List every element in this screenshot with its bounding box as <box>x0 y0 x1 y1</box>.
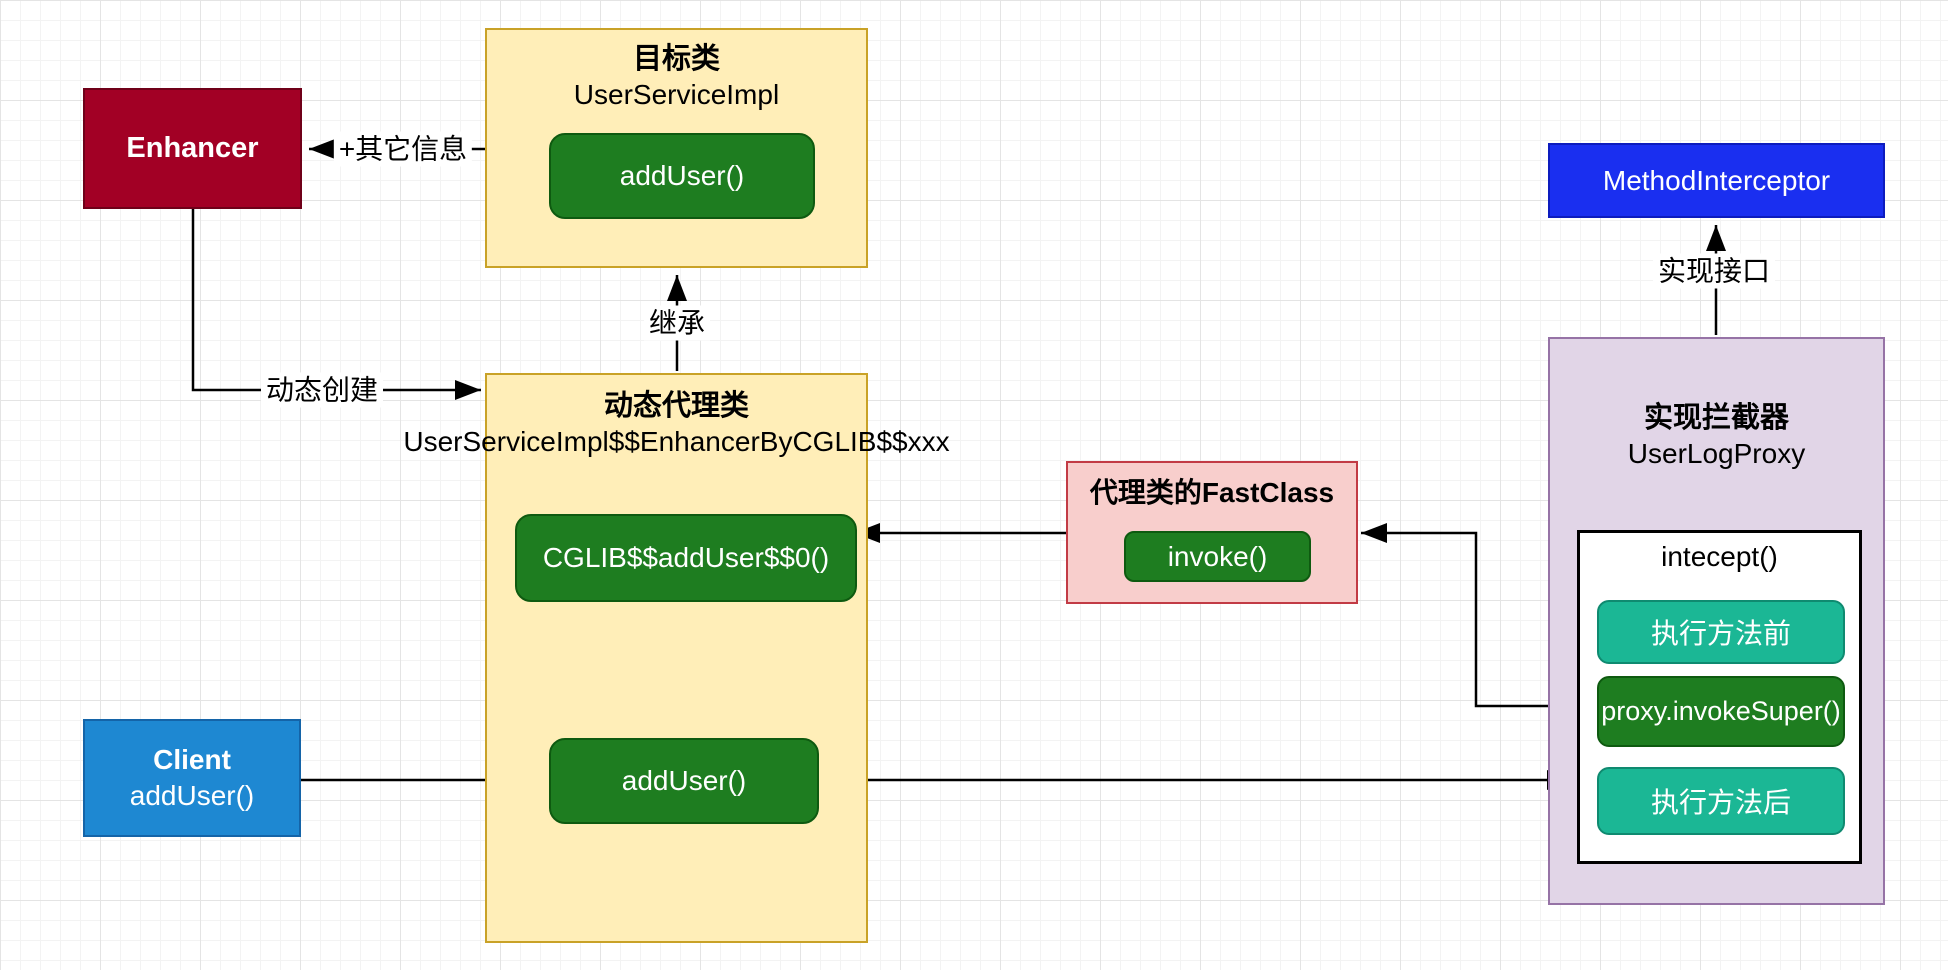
fastclass-node: 代理类的FastClass invoke() <box>1066 461 1358 604</box>
invoke-super-step: proxy.invokeSuper() <box>1597 676 1845 747</box>
proxy-class-node: 动态代理类 UserServiceImpl$$EnhancerByCGLIB$$… <box>403 373 950 943</box>
after-step-label: 执行方法后 <box>1650 787 1791 818</box>
client-method-label: addUser() <box>129 780 255 811</box>
before-step: 执行方法前 <box>1597 600 1845 664</box>
after-step: 执行方法后 <box>1597 767 1845 835</box>
cglib-adduser-label: CGLIB$$addUser$$0() <box>542 542 830 573</box>
enhancer-label: Enhancer <box>126 132 259 164</box>
edge-label-other-info: +其它信息 <box>333 131 473 167</box>
method-interceptor-node: MethodInterceptor <box>1548 143 1885 218</box>
fastclass-header: 代理类的FastClass <box>1068 475 1356 510</box>
before-step-label: 执行方法前 <box>1650 618 1791 649</box>
interceptor-node: 实现拦截器 UserLogProxy intecept() 执行方法前 prox… <box>1548 337 1885 905</box>
invoke-label: invoke() <box>1167 540 1268 572</box>
client-node: Client addUser() <box>83 719 301 837</box>
client-title: Client <box>153 744 231 775</box>
interceptor-header: 实现拦截器 UserLogProxy <box>1550 401 1883 471</box>
target-class-name: UserServiceImpl <box>573 79 780 110</box>
proxy-class-title: 动态代理类 <box>603 390 749 422</box>
target-adduser-method: addUser() <box>549 133 815 219</box>
edge-label-dynamic-create: 动态创建 <box>260 372 384 408</box>
invoke-method: invoke() <box>1124 531 1311 582</box>
interceptor-name: UserLogProxy <box>1627 438 1806 469</box>
target-class-node: 目标类 UserServiceImpl addUser() <box>485 28 868 268</box>
arrow-invokesuper-to-invoke <box>1361 523 1592 708</box>
enhancer-node: Enhancer <box>83 88 302 209</box>
proxy-class-name: UserServiceImpl$$EnhancerByCGLIB$$xxx <box>403 426 950 457</box>
intercept-method-box: intecept() 执行方法前 proxy.invokeSuper() 执行方… <box>1577 530 1862 864</box>
invoke-super-label: proxy.invokeSuper() <box>1601 696 1841 726</box>
proxy-adduser-label: addUser() <box>621 765 747 796</box>
proxy-adduser-method: addUser() <box>549 738 819 824</box>
intercept-method-label: intecept() <box>1661 541 1778 572</box>
fastclass-title: 代理类的FastClass <box>1089 477 1335 508</box>
target-class-title: 目标类 <box>632 43 720 75</box>
target-adduser-label: addUser() <box>619 160 745 191</box>
cglib-adduser-method: CGLIB$$addUser$$0() <box>515 514 857 602</box>
method-interceptor-label: MethodInterceptor <box>1602 164 1831 196</box>
target-class-header: 目标类 UserServiceImpl <box>487 42 866 112</box>
edge-label-inherit: 继承 <box>643 305 711 341</box>
arrow-dynamic-create <box>191 209 481 400</box>
interceptor-title: 实现拦截器 <box>1643 402 1789 434</box>
edge-label-implement: 实现接口 <box>1652 253 1776 289</box>
proxy-class-header: 动态代理类 UserServiceImpl$$EnhancerByCGLIB$$… <box>403 389 949 457</box>
